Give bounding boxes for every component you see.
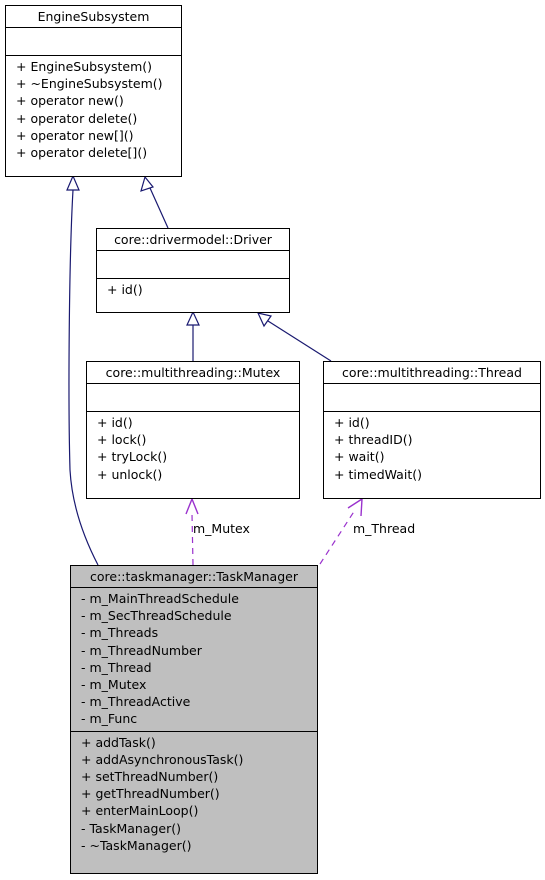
- attribute-row: - m_Mutex: [81, 677, 147, 693]
- method-row: + id(): [334, 415, 370, 430]
- inherit-arrow-driver-left: [186, 310, 200, 326]
- inherit-arrow-driver-right: [256, 312, 273, 328]
- attribute-row: - m_ThreadActive: [81, 694, 191, 710]
- attribute-row: - m_Thread: [81, 659, 152, 675]
- class-title: core::taskmanager::TaskManager: [90, 569, 298, 584]
- method-row: - TaskManager(): [81, 820, 182, 836]
- class-title: core::multithreading::Thread: [342, 365, 522, 380]
- method-row: + getThreadNumber(): [81, 786, 220, 802]
- method-row: + lock(): [97, 432, 147, 448]
- class-attributes: - m_MainThreadSchedule - m_SecThreadSched…: [71, 587, 317, 731]
- class-attributes: [97, 250, 289, 278]
- usage-arrow-thread: [347, 497, 363, 517]
- attribute-row: - m_SecThreadSchedule: [81, 608, 232, 624]
- edge-usage-mutex: [191, 513, 194, 566]
- class-task-manager[interactable]: core::taskmanager::TaskManager - m_MainT…: [70, 565, 318, 874]
- class-attributes: [324, 383, 540, 411]
- edge-usage-thread: [319, 509, 356, 565]
- method-row: - ~TaskManager(): [81, 837, 192, 853]
- class-methods: + id() + threadID()+ wait()+ timedWait(): [324, 411, 540, 486]
- method-row: + wait(): [334, 449, 385, 465]
- class-methods: + EngineSubsystem()+ ~EngineSubsystem()+…: [6, 55, 181, 164]
- attribute-row: - m_MainThreadSchedule: [81, 591, 239, 606]
- method-row: + enterMainLoop(): [81, 803, 199, 819]
- class-thread[interactable]: core::multithreading::Thread + id()+ thr…: [323, 361, 541, 499]
- attribute-row: - m_Func: [81, 711, 138, 727]
- method-row: + EngineSubsystem(): [16, 59, 153, 74]
- method-row: + ~EngineSubsystem(): [16, 76, 163, 92]
- method-row: + timedWait(): [334, 466, 422, 482]
- edge-driver-to-engine: [149, 187, 169, 229]
- method-row: + operator new[](): [16, 127, 134, 143]
- class-title: core::drivermodel::Driver: [114, 232, 272, 247]
- method-row: + addTask(): [81, 734, 156, 750]
- class-attributes: [87, 383, 299, 411]
- method-row: + unlock(): [97, 466, 163, 482]
- edge-label-mutex: m_Mutex: [193, 521, 250, 536]
- method-row: + tryLock(): [97, 449, 168, 465]
- method-row: + id(): [107, 282, 143, 297]
- method-row: + operator delete[](): [16, 145, 148, 161]
- attribute-row: - m_Threads: [81, 625, 159, 641]
- class-driver[interactable]: core::drivermodel::Driver + id(): [96, 228, 290, 313]
- edge-label-thread: m_Thread: [353, 521, 416, 536]
- class-engine-subsystem[interactable]: EngineSubsystem + EngineSubsystem() + ~En…: [5, 5, 182, 177]
- class-methods: + addTask()+ addAsynchronousTask() + setT…: [71, 730, 317, 857]
- class-methods: + id(): [97, 278, 289, 301]
- method-row: + setThreadNumber(): [81, 769, 219, 785]
- method-row: + operator new(): [16, 93, 124, 109]
- method-row: + addAsynchronousTask(): [81, 751, 244, 767]
- usage-arrow-mutex: [185, 497, 199, 515]
- class-mutex[interactable]: core::multithreading::Mutex + id()+ lock…: [86, 361, 300, 499]
- edge-thread-to-driver: [267, 320, 332, 362]
- attribute-row: - m_ThreadNumber: [81, 642, 202, 658]
- class-title: EngineSubsystem: [37, 9, 150, 24]
- method-row: + operator delete(): [16, 110, 138, 126]
- edge-taskmanager-to-engine: [68, 189, 99, 566]
- method-row: + threadID(): [334, 432, 413, 448]
- inherit-arrow-engine-right: [140, 175, 155, 192]
- class-methods: + id() + lock()+ tryLock()+ unlock(): [87, 411, 299, 486]
- class-title: core::multithreading::Mutex: [105, 365, 281, 380]
- inherit-arrow-engine-left: [66, 174, 80, 191]
- class-attributes: [6, 27, 181, 55]
- method-row: + id(): [97, 415, 133, 430]
